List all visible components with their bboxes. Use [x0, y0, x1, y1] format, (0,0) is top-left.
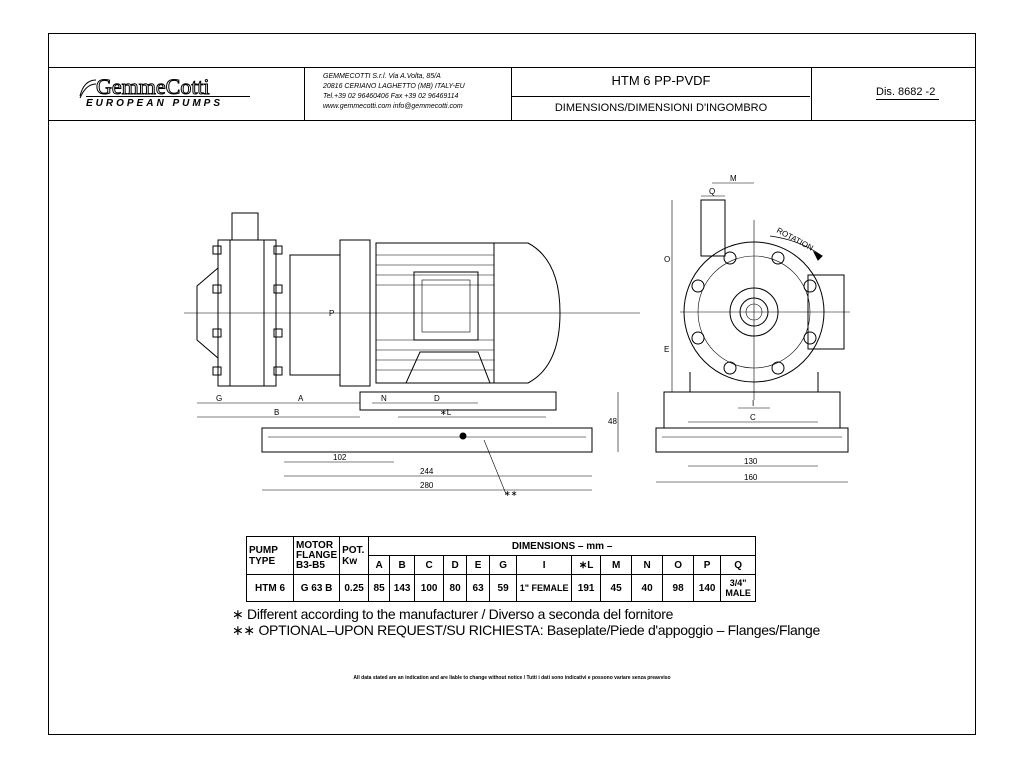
dim-label: 244	[420, 467, 434, 476]
rotation-arrow	[769, 235, 823, 257]
title-block: GemmeCotti EUROPEAN PUMPS GEMMECOTTI S.r…	[48, 67, 976, 121]
address-line: www.gemmecotti.com info@gemmecotti.com	[323, 103, 463, 110]
col-header: M	[600, 555, 633, 575]
cell-value: 3/4" MALE	[720, 574, 757, 602]
motor-foot	[405, 351, 491, 384]
cell-value: 59	[489, 574, 518, 602]
motor-base	[359, 391, 557, 411]
company-logo: GemmeCotti EUROPEAN PUMPS	[48, 68, 305, 120]
front-bolts	[691, 251, 817, 375]
baseplate-hole	[459, 432, 467, 440]
cell-value: 98	[662, 574, 695, 602]
header-motor-flange: MOTOR FLANGE B3-B5	[292, 536, 341, 575]
side-view: G A B N D ∗L P 48 102 244 280 ∗∗	[184, 212, 640, 498]
cell-value: 45	[600, 574, 633, 602]
dim-label: I	[752, 399, 754, 408]
fan-cover	[493, 242, 561, 384]
dim-label: N	[381, 394, 387, 403]
front-nozzle	[700, 199, 726, 257]
dim-label: O	[664, 255, 670, 264]
header-power: POT. Kw	[339, 536, 370, 575]
flange-bolts	[212, 245, 283, 376]
cell-value: 143	[389, 574, 416, 602]
disclaimer: All data stated are an indication and ar…	[353, 675, 671, 681]
company-address: GEMMECOTTI S.r.l. Via A.Volta, 85/A 2081…	[305, 68, 512, 120]
header-pump-type: PUMP TYPE	[246, 536, 294, 575]
dim-label: 130	[744, 457, 758, 466]
side-dimension-lines	[197, 392, 619, 495]
dim-label: D	[434, 394, 440, 403]
col-header: I	[516, 555, 573, 575]
dim-label: G	[216, 394, 222, 403]
col-header: D	[443, 555, 468, 575]
col-header: O	[662, 555, 695, 575]
logo-wave-icon	[79, 79, 97, 99]
col-header: ∗L	[571, 555, 602, 575]
drawing-number: Dis. 8682 -2	[876, 86, 940, 100]
address-line: 20816 CERIANO LAGHETTO (MB) ITALY-EU	[323, 83, 465, 90]
rotation-label: ROTATION	[775, 226, 815, 253]
dim-label: B	[274, 408, 279, 417]
dim-label: M	[730, 174, 737, 183]
motor-side-box	[807, 274, 845, 350]
cell-pot: 0.25	[339, 574, 370, 602]
drawing-title: HTM 6 PP-PVDF	[512, 68, 810, 97]
notes: ∗ Different according to the manufacture…	[232, 606, 820, 638]
col-header: A	[368, 555, 391, 575]
drawing-subtitle: DIMENSIONS/DIMENSIONI D'INGOMBRO	[554, 102, 768, 114]
cell-value: 100	[414, 574, 445, 602]
baseplate	[261, 427, 593, 453]
discharge-nozzle	[231, 212, 259, 241]
note-line: ∗ Different according to the manufacture…	[232, 606, 674, 622]
address-line: Tel.+39 02 96460406 Fax +39 02 96469114	[323, 93, 459, 100]
dim-label: 160	[744, 473, 758, 482]
motor-flange	[339, 239, 371, 387]
dim-label: 280	[420, 481, 434, 490]
dim-label: Q	[709, 187, 715, 196]
col-header: B	[389, 555, 416, 575]
baseplate-callout: ∗∗	[504, 489, 517, 498]
table-row: HTM 6 G 63 B 0.25 85 143 100 80 63 59 1"…	[246, 574, 757, 602]
header-dimensions: DIMENSIONS – mm –	[368, 536, 757, 556]
dimensions-table: PUMP TYPE MOTOR FLANGE B3-B5 POT. Kw DIM…	[246, 536, 757, 602]
address-line: GEMMECOTTI S.r.l. Via A.Volta, 85/A	[323, 73, 441, 80]
drawing-number-cell: Dis. 8682 -2	[812, 68, 976, 120]
cell-value: 85	[368, 574, 391, 602]
dim-label: C	[750, 413, 756, 422]
front-baseplate	[655, 427, 849, 453]
col-header: C	[414, 555, 445, 575]
dim-label: 48	[608, 417, 617, 426]
front-dimension-lines	[656, 182, 848, 483]
pump-flange-outline	[683, 241, 825, 383]
terminal-box	[413, 271, 479, 341]
front-motor-base	[663, 391, 841, 429]
cell-value: 80	[443, 574, 468, 602]
cell-pump: HTM 6	[246, 574, 294, 602]
dim-label: ∗L	[440, 408, 452, 417]
drawing-sheet	[48, 33, 976, 735]
cell-value: 40	[631, 574, 664, 602]
dim-label: A	[298, 394, 304, 403]
title-cell: HTM 6 PP-PVDF DIMENSIONS/DIMENSIONI D'IN…	[512, 68, 812, 120]
col-header: Q	[720, 555, 757, 575]
brand-name: GemmeCotti	[96, 74, 211, 100]
cell-value: 1" FEMALE	[516, 574, 573, 602]
col-header: P	[693, 555, 722, 575]
col-header: G	[489, 555, 518, 575]
cell-value: 140	[693, 574, 722, 602]
dim-label: E	[664, 345, 669, 354]
cell-value: 191	[571, 574, 602, 602]
cell-value: 63	[466, 574, 491, 602]
suction-port	[729, 287, 779, 337]
col-header: E	[466, 555, 491, 575]
col-header: N	[631, 555, 664, 575]
dim-label: P	[329, 309, 334, 318]
brand-subtitle: EUROPEAN PUMPS	[86, 98, 224, 109]
cell-motor: G 63 B	[292, 574, 341, 602]
front-view: M Q O E I C ROTATION 130 160	[655, 174, 850, 483]
dim-label: 102	[333, 453, 347, 462]
note-line: ∗∗ OPTIONAL–UPON REQUEST/SU RICHIESTA: B…	[232, 622, 820, 638]
